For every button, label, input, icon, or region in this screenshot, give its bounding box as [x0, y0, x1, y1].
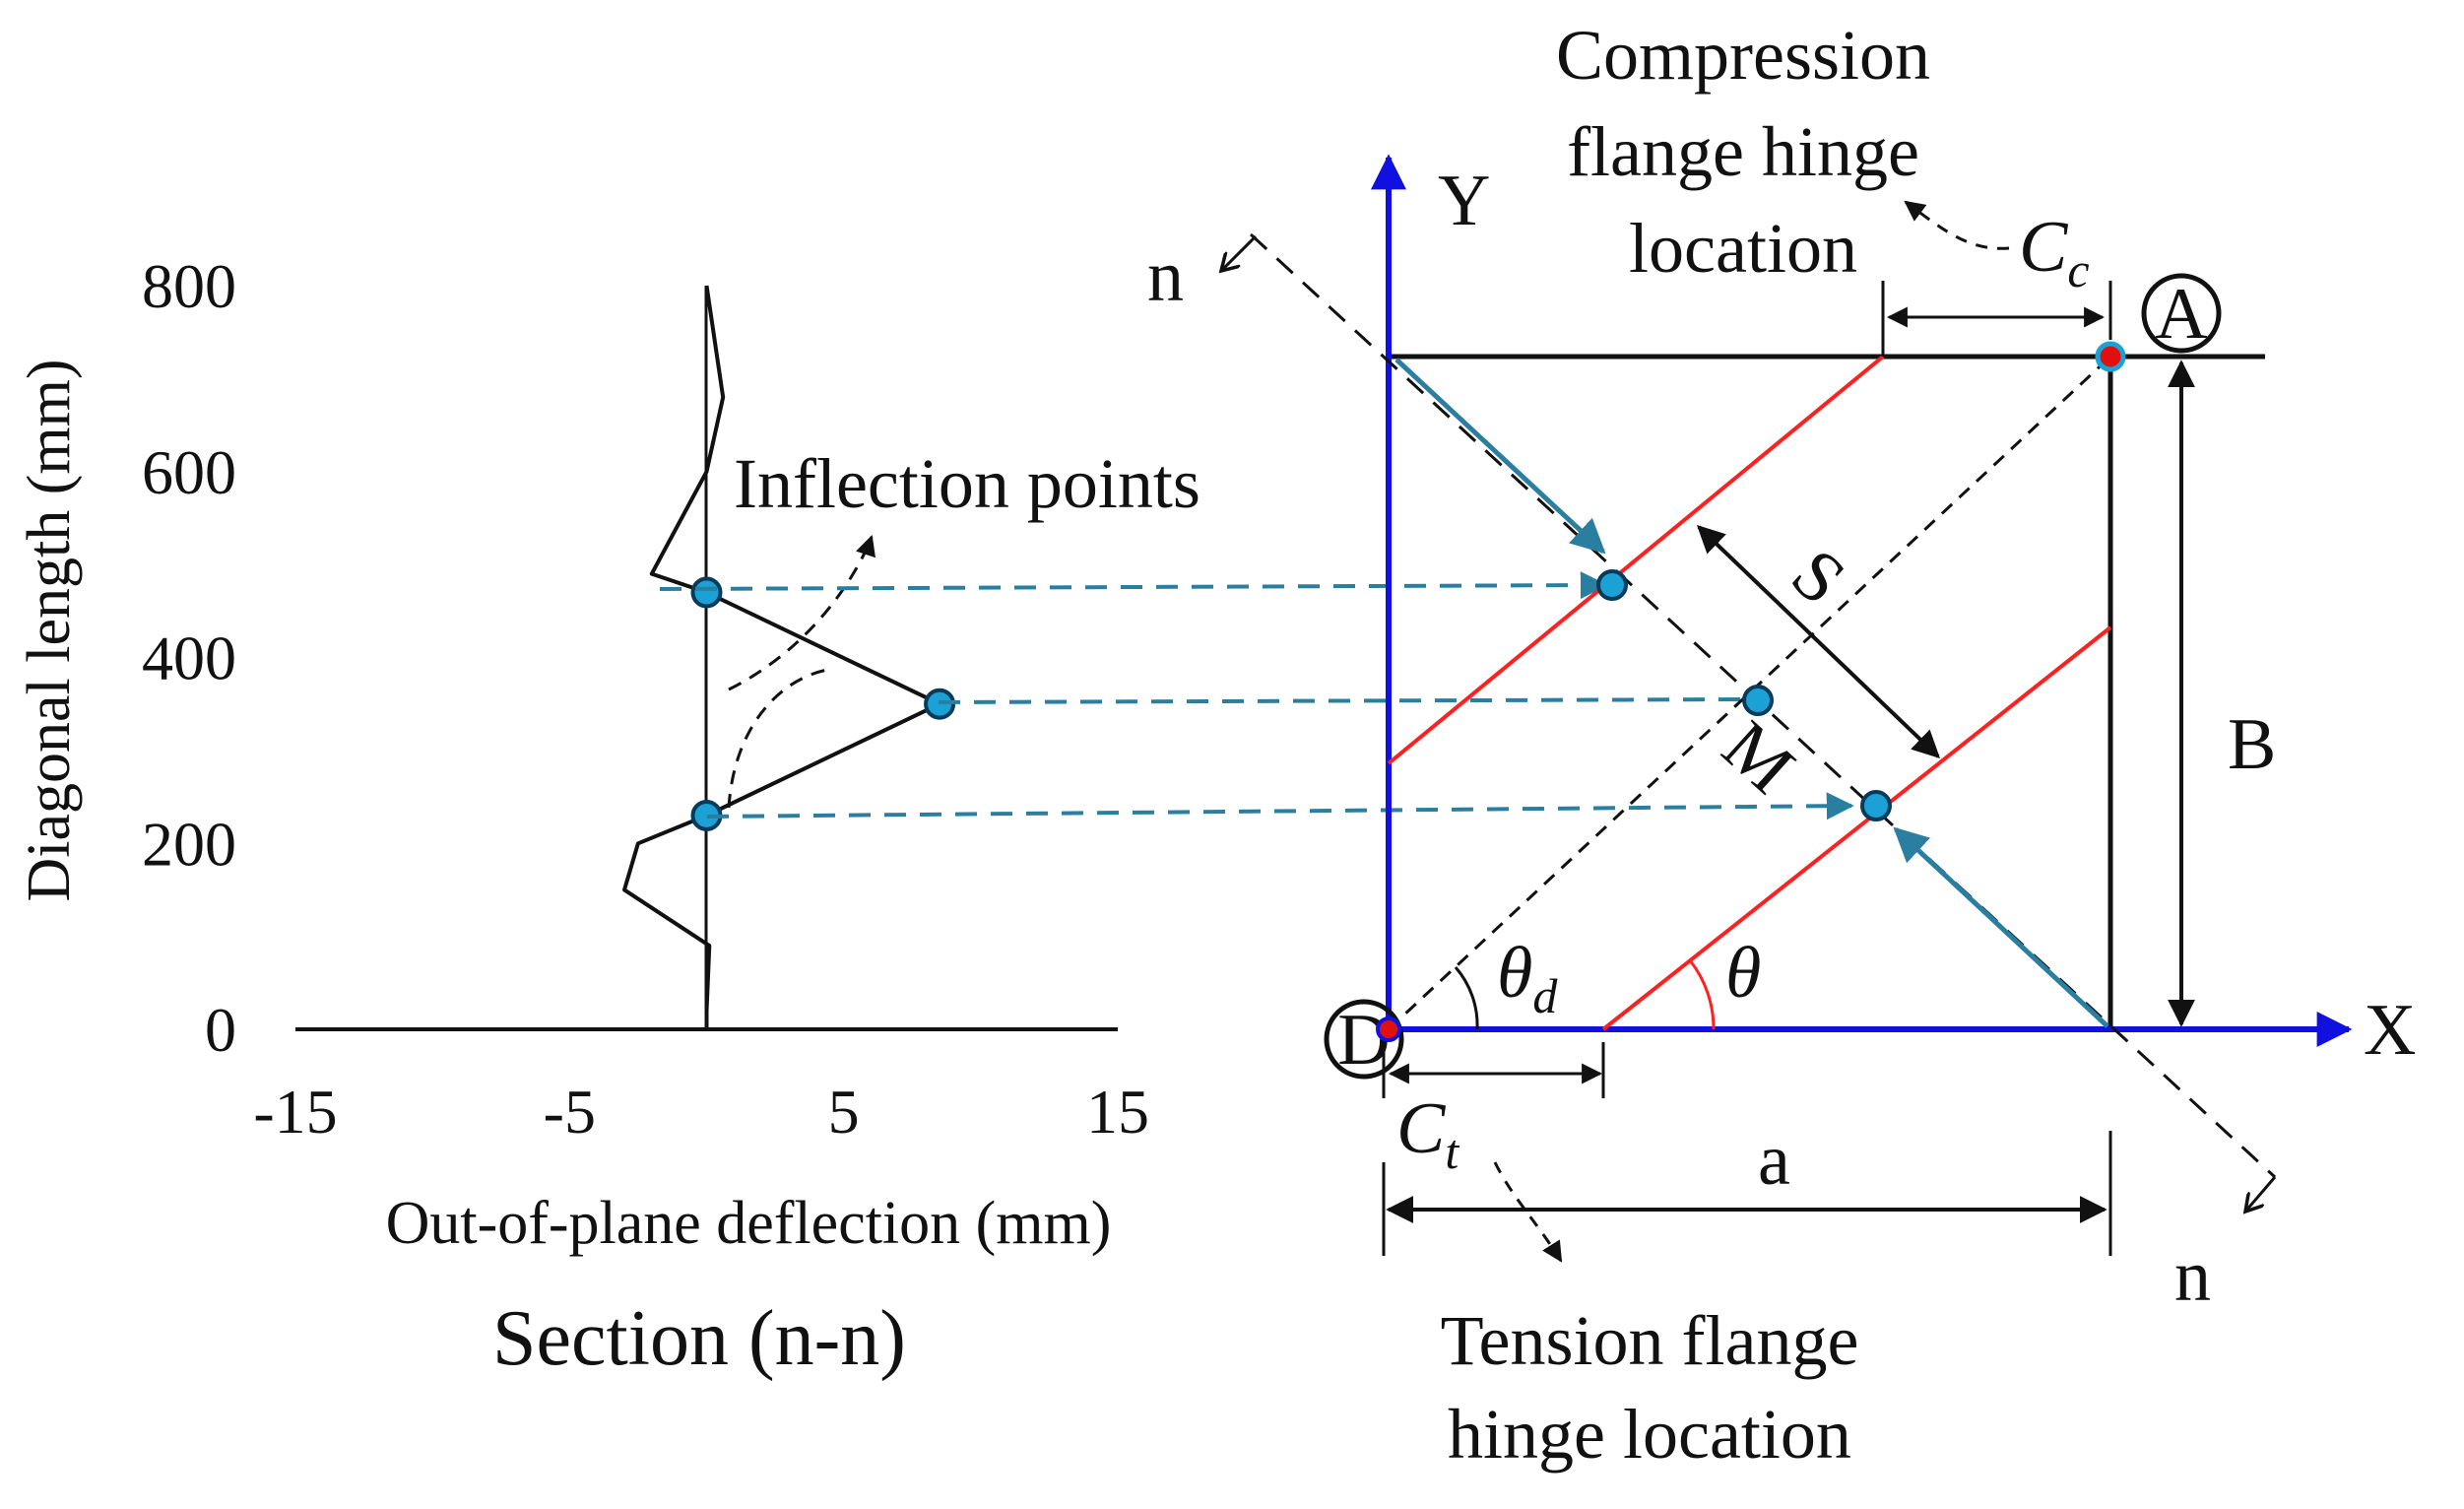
deflection-curve: [622, 285, 942, 1029]
section-caption: Section (n-n): [492, 1295, 906, 1382]
point-D-label: D: [1337, 1000, 1390, 1081]
compression-hinge-pointer: [1904, 200, 2010, 250]
x-tick-labels: -15 -5 5 15: [253, 1077, 1149, 1147]
compression-hinge-symbol: Cc: [2019, 207, 2090, 297]
x-tick-label: 15: [1086, 1077, 1149, 1147]
x-tick-label: -15: [253, 1077, 337, 1147]
theta-d-label: θd: [1497, 933, 1558, 1023]
theta-label: θ: [1725, 933, 1761, 1014]
projection-arrows: [659, 571, 1854, 820]
theta-arc: [1688, 959, 1716, 1030]
tension-hinge-symbol: Ct: [1396, 1088, 1459, 1179]
midpoint-label: M: [1708, 706, 1810, 810]
section-n-bottom-label: n: [2174, 1236, 2211, 1317]
compression-hinge-label-line3: location: [1629, 209, 1857, 288]
deflection-profile-chart: 0 200 400 600 800 -15 -5 5 15 Diagonal length (…: [16, 251, 1200, 1382]
projection-arrow-upper: [659, 571, 1608, 600]
compression-hinge-label-line2: flange hinge: [1567, 112, 1919, 191]
deflection-marker: [690, 576, 723, 609]
x-tick-label: -5: [544, 1077, 596, 1147]
y-axis-label: Y: [1438, 161, 1490, 241]
section-cut-line: [1249, 232, 2277, 1179]
tension-field-band-upper: [1387, 355, 1885, 765]
x-tick-label: 5: [828, 1077, 860, 1147]
y-tick-label: 600: [142, 437, 236, 507]
projection-arrow-lower: [706, 792, 1854, 820]
band-width-dimension: [1696, 525, 1941, 758]
height-label: B: [2228, 704, 2276, 785]
y-tick-label: 800: [142, 251, 236, 321]
panel-marker-lower: [1860, 790, 1892, 821]
panel-marker-middle: [1742, 685, 1774, 716]
panel-marker-upper: [1596, 569, 1628, 601]
point-A-circle: [2141, 273, 2222, 354]
section-cut-end-top: [1221, 234, 1258, 271]
tension-hinge-label-line2: hinge location: [1448, 1395, 1851, 1474]
y-tick-label: 0: [205, 995, 236, 1065]
tension-hinge-label-line1: Tension flange: [1441, 1301, 1859, 1380]
tension-field-band-lower: [1601, 625, 2112, 1031]
inflection-points-label: Inflection points: [734, 444, 1200, 523]
section-n-top-label: n: [1147, 236, 1184, 317]
y-tick-label: 200: [142, 809, 236, 879]
panel-schematic: X Y n n S M B a Ct Tension flange hinge …: [1147, 16, 2416, 1474]
y-tick-label: 400: [142, 623, 236, 693]
projection-arrow-middle: [938, 697, 1749, 704]
x-axis-label: X: [2364, 990, 2416, 1071]
width-label: a: [1758, 1120, 1790, 1201]
compression-hinge-label-line1: Compression: [1556, 16, 1930, 95]
buckle-arrow-lower: [1893, 826, 2109, 1028]
point-A-hinge-dot: [2095, 341, 2126, 372]
inflection-pointer-curve-lower: [727, 668, 828, 809]
point-D-circle: [1324, 999, 1404, 1080]
y-tick-labels: 0 200 400 600 800: [142, 251, 236, 1065]
buckle-arrow-upper: [1394, 358, 1606, 555]
theta-d-arc: [1454, 966, 1479, 1030]
point-A-label: A: [2155, 274, 2207, 355]
x-axis-title: Out-of-plane deflection (mm): [386, 1190, 1112, 1257]
point-D-hinge-dot: [1376, 1017, 1401, 1042]
band-width-label: S: [1777, 534, 1860, 621]
y-axis-title: Diagonal length (mm): [16, 360, 83, 902]
section-cut-end-bottom: [2245, 1176, 2277, 1212]
